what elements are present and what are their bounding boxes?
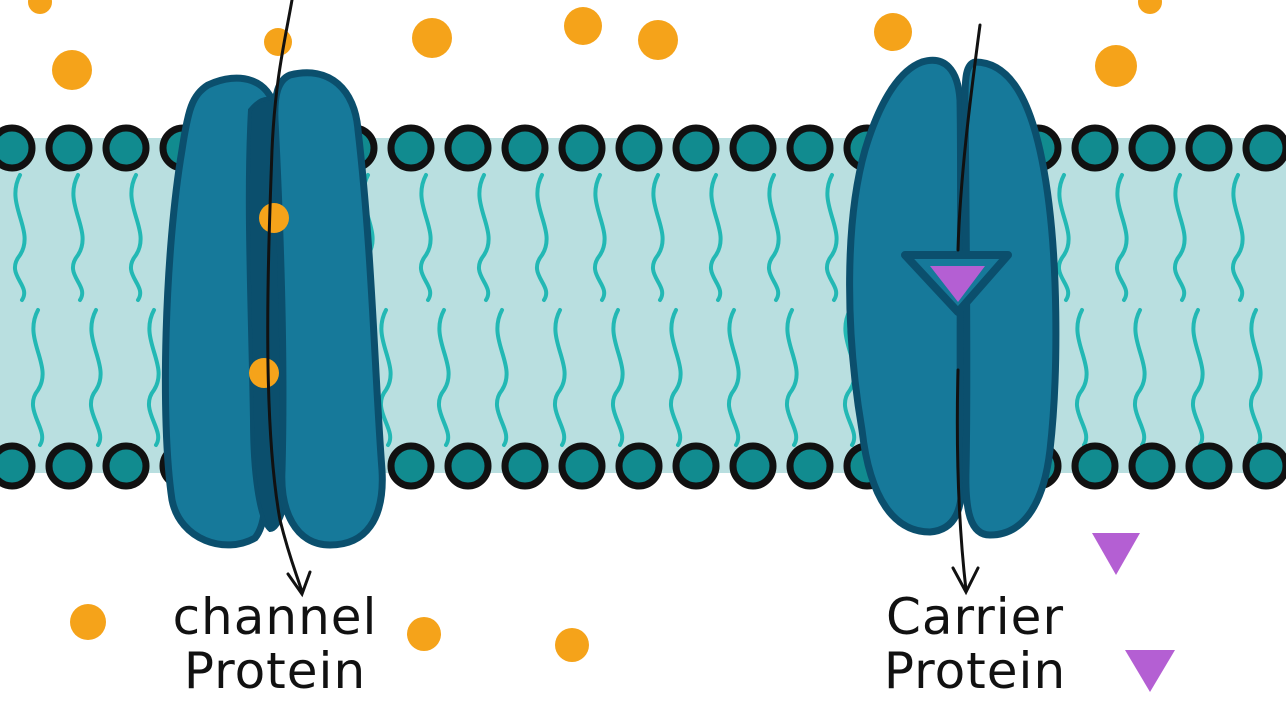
small-molecule — [412, 18, 452, 58]
small-molecule — [52, 50, 92, 90]
large-molecule — [1092, 533, 1140, 575]
phospholipid-head — [505, 128, 545, 168]
small-molecule — [555, 628, 589, 662]
phospholipid-head — [1075, 128, 1115, 168]
channel-label-line1: channel — [150, 590, 400, 644]
phospholipid-head — [733, 446, 773, 486]
channel-protein-label: channel Protein — [150, 590, 400, 698]
phospholipid-head — [619, 128, 659, 168]
channel-label-line2: Protein — [150, 644, 400, 698]
small-molecule — [70, 604, 106, 640]
small-molecule — [874, 13, 912, 51]
phospholipid-head — [562, 128, 602, 168]
phospholipid-head — [619, 446, 659, 486]
phospholipid-head — [448, 128, 488, 168]
phospholipid-head — [49, 128, 89, 168]
phospholipid-head — [1246, 446, 1286, 486]
small-molecule — [1138, 0, 1162, 14]
phospholipid-head — [49, 446, 89, 486]
phospholipid-head — [1246, 128, 1286, 168]
phospholipid-head — [562, 446, 602, 486]
phospholipid-head — [1189, 446, 1229, 486]
small-molecule — [638, 20, 678, 60]
small-molecule — [259, 203, 289, 233]
carrier-label-line1: Carrier — [850, 590, 1100, 644]
small-molecule — [249, 358, 279, 388]
phospholipid-head — [1189, 128, 1229, 168]
small-molecule — [1095, 45, 1137, 87]
phospholipid-head — [391, 446, 431, 486]
large-molecule — [1125, 650, 1175, 692]
phospholipid-head — [0, 446, 32, 486]
phospholipid-head — [505, 446, 545, 486]
phospholipid-head — [0, 128, 32, 168]
phospholipid-head — [1132, 128, 1172, 168]
phospholipid-head — [106, 446, 146, 486]
phospholipid-head — [1132, 446, 1172, 486]
phospholipid-head — [676, 128, 716, 168]
carrier-protein — [850, 60, 1056, 535]
carrier-label-line2: Protein — [850, 644, 1100, 698]
phospholipid-head — [106, 128, 146, 168]
phospholipid-head — [790, 128, 830, 168]
small-molecule — [564, 7, 602, 45]
small-molecule — [264, 28, 292, 56]
phospholipid-head — [676, 446, 716, 486]
phospholipid-head — [391, 128, 431, 168]
small-molecule — [407, 617, 441, 651]
small-molecule — [28, 0, 52, 14]
phospholipid-head — [1075, 446, 1115, 486]
phospholipid-head — [733, 128, 773, 168]
phospholipid-head — [448, 446, 488, 486]
phospholipid-head — [790, 446, 830, 486]
carrier-protein-label: Carrier Protein — [850, 590, 1100, 698]
